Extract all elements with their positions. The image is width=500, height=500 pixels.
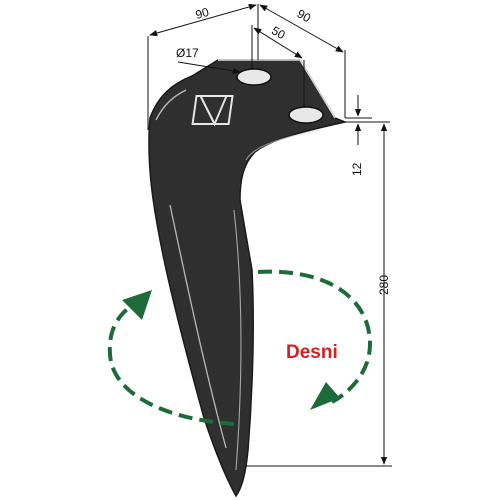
blade-highlight-1	[169, 204, 227, 449]
dim-total-height: 280	[377, 275, 391, 295]
rotation-arrowhead-upper	[122, 290, 152, 320]
blade-body	[148, 59, 348, 498]
dim-thickness: 12	[350, 162, 364, 176]
blade-highlight-4	[245, 129, 321, 161]
bolt-hole-lower	[288, 106, 324, 124]
blade-plate-edge	[218, 59, 336, 119]
dimension-lines	[147, 3, 392, 467]
stamp-mark	[191, 95, 234, 127]
rotation-arc-front	[257, 269, 373, 404]
dim-hole-spacing: 50	[269, 23, 288, 42]
blade-highlight-3	[155, 89, 187, 121]
dim-top-width-right: 90	[295, 6, 314, 25]
dim-top-width-left: 90	[194, 5, 211, 22]
rotation-arc-back	[107, 302, 235, 426]
bolt-hole-upper	[236, 68, 272, 86]
rotation-label: Desni	[286, 342, 338, 363]
tine-blade	[148, 59, 348, 498]
rotation-arrowhead-lower	[310, 382, 340, 410]
dim-hole-diameter: Ø17	[176, 46, 199, 60]
rotation-indicator	[107, 269, 373, 426]
blade-highlight-2	[233, 209, 242, 471]
